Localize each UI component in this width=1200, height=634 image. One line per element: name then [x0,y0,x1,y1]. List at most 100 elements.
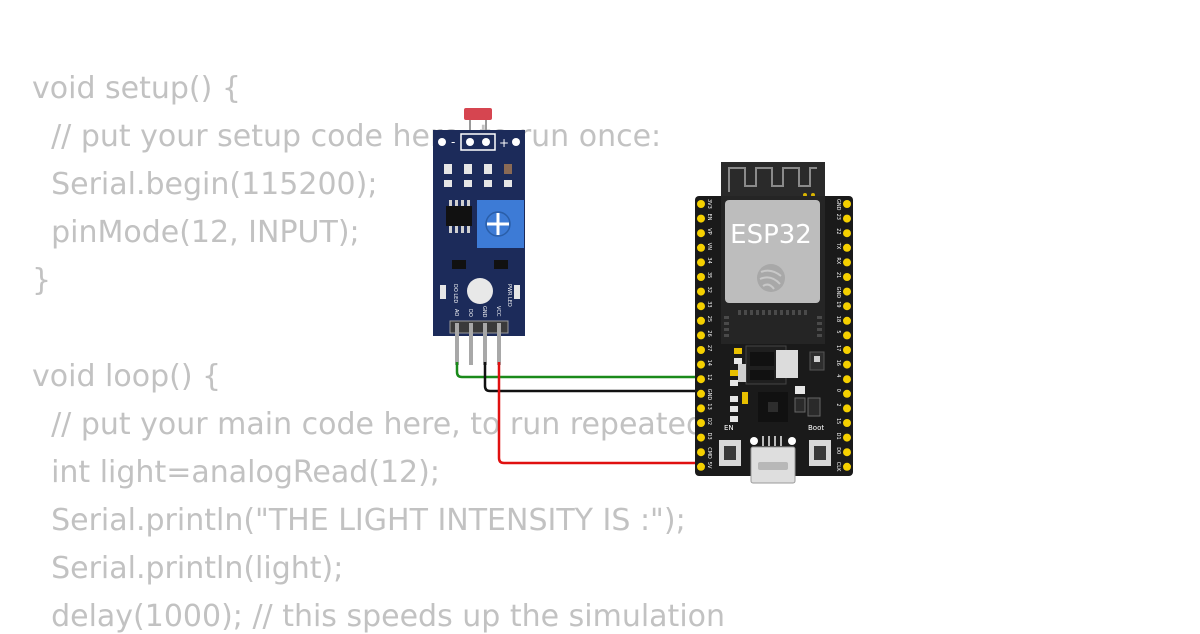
esp32-pin[interactable] [697,258,705,267]
usb-port [750,436,796,484]
esp32-pin[interactable] [697,229,705,238]
esp32-pin[interactable] [843,316,851,325]
esp32-pin-label: 5V [706,462,712,469]
esp32-pin-label: 22 [835,228,841,234]
esp32-pin[interactable] [843,375,851,384]
esp32-pin-label: 23 [835,214,841,220]
esp32-pin[interactable] [843,360,851,369]
esp32-pin-label: TX [835,242,841,250]
esp32-pin[interactable] [697,419,705,427]
esp32-pin-label: 17 [835,345,841,351]
esp32-pin[interactable] [697,200,705,208]
module-pin-labels: AO DO GND VCC [453,306,501,318]
esp32-pin[interactable] [697,389,705,398]
esp32-pin-label: VP [706,228,712,234]
esp32-pin-label: 26 [706,330,712,336]
esp32-pin[interactable] [697,346,705,354]
esp32-pin[interactable] [843,462,851,471]
boot-button-label: Boot [808,424,824,432]
esp32-pin[interactable] [697,331,705,340]
pin-label-vcc: VCC [495,306,501,317]
esp32-pin-label: 18 [835,316,841,322]
wire-gnd-to-gnd [483,362,699,393]
esp32-pin-label: 16 [835,360,841,366]
code-line: pinMode(12, INPUT); [32,215,360,250]
esp32-pin[interactable] [843,404,851,413]
do-led-label: DO LED [452,284,458,303]
code-line: } [32,263,52,298]
esp32-left-pins: 3V3ENVPVN343532332526271412GND13D2D3CMD5… [697,199,712,471]
esp32-pin-label: D0 [835,447,841,454]
pin-label-ao: AO [453,309,459,316]
esp32-pin[interactable] [843,273,851,281]
esp32-pin-label: D2 [706,418,712,425]
esp32-pin-label: 19 [835,301,841,307]
boot-button[interactable] [809,440,831,466]
esp32-pin-label: 33 [706,301,712,307]
esp32-pin-label: GND [835,287,841,299]
esp32-pin[interactable] [843,287,851,296]
esp32-pin[interactable] [843,229,851,238]
esp32-pin-label: D3 [706,433,712,440]
wifi-antenna [721,162,825,202]
esp32-pin[interactable] [697,287,705,296]
code-line: Serial.begin(115200); [32,167,378,202]
esp32-pin[interactable] [843,200,851,208]
wire-vcc-to-5v [497,362,699,465]
module-top-header: - + [438,133,520,151]
header-plus-label: + [499,136,509,150]
esp32-pin[interactable] [697,360,705,369]
esp32-pin[interactable] [843,389,851,398]
esp32-pin-label: 0 [835,389,841,392]
esp32-pin[interactable] [697,448,705,457]
code-line: delay(1000); // this speeds up the simul… [32,599,726,634]
esp32-pin-label: CMD [706,447,712,459]
esp32-pin-label: 34 [706,257,712,263]
code-line: Serial.println(light); [32,551,344,586]
esp32-pin[interactable] [697,404,705,413]
esp32-pin[interactable] [843,331,851,340]
esp32-pin[interactable] [697,462,705,471]
pin-label-gnd: GND [481,306,487,318]
esp32-pin[interactable] [697,302,705,311]
esp32-pin[interactable] [843,448,851,457]
esp32-pin-label: 25 [706,316,712,322]
esp32-pin[interactable] [843,302,851,311]
esp32-pin-label: VN [706,243,712,250]
esp32-pin[interactable] [843,258,851,267]
esp32-pin[interactable] [697,243,705,252]
code-line: Serial.println("THE LIGHT INTENSITY IS :… [32,503,686,538]
pin-label-do: DO [467,309,473,317]
esp32-pin-label: GND [835,199,841,211]
esp32-pin[interactable] [697,316,705,325]
esp32-pin[interactable] [697,375,705,384]
esp32-pin-label: D1 [835,433,841,440]
esp32-pin[interactable] [843,243,851,252]
esp32-pin[interactable] [843,346,851,354]
esp32-pin-label: 5 [835,330,841,333]
esp32-pin[interactable] [843,433,851,442]
en-button[interactable] [719,440,741,466]
ldr-sensor-module[interactable]: - + [433,108,525,365]
status-leds: DO LED PWR LED [440,278,520,307]
esp32-pin[interactable] [843,214,851,223]
pwr-led-label: PWR LED [506,284,512,307]
module-pin-header [449,320,509,365]
esp32-pin-label: EN [706,214,712,221]
esp32-pin[interactable] [843,419,851,427]
esp32-pin[interactable] [697,273,705,281]
potentiometer[interactable] [477,200,524,248]
esp32-devkit[interactable]: ESP32 [695,162,853,484]
wire-ao-to-12 [455,362,699,379]
esp32-pin[interactable] [697,214,705,223]
esp32-pin-label: 15 [835,418,841,424]
esp32-pin-label: 35 [706,272,712,278]
comparator-ic [446,200,472,233]
esp32-pin-label: 13 [706,403,712,409]
esp32-pin[interactable] [697,433,705,442]
header-minus-label: - [451,135,455,149]
esp32-shield [725,200,820,303]
